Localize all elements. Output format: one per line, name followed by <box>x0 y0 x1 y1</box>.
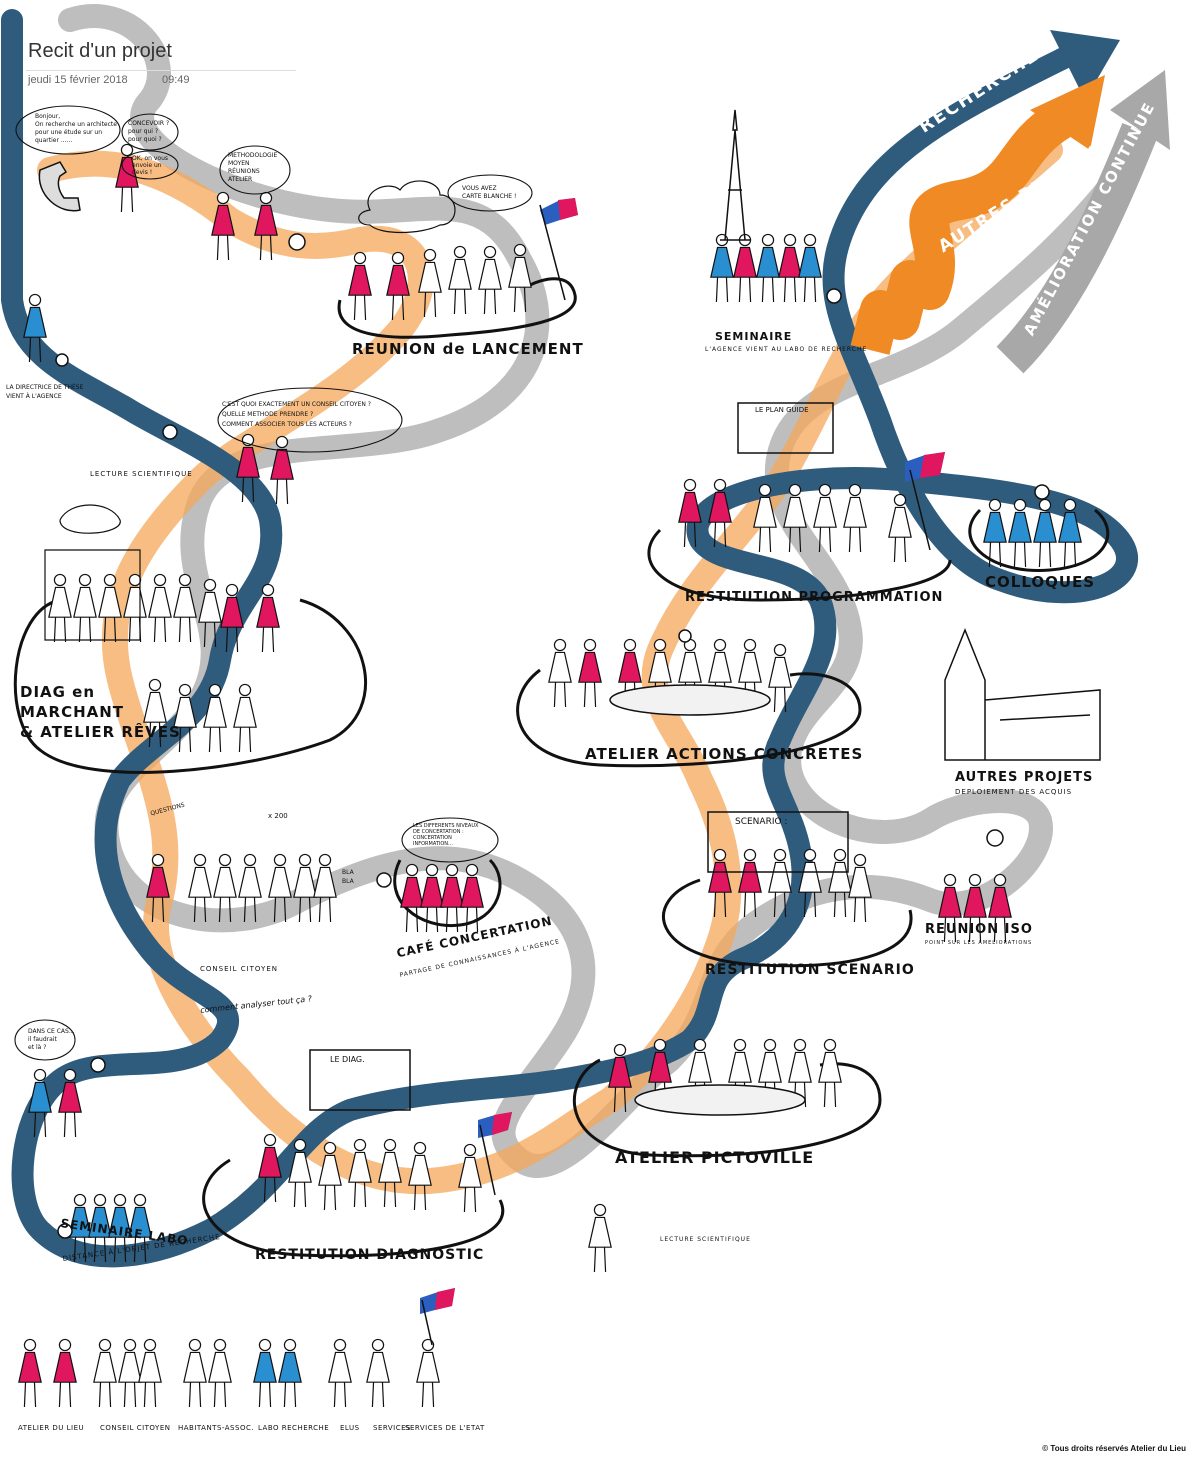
page-date: jeudi 15 février 2018 <box>28 74 128 86</box>
church-icon <box>945 630 1100 760</box>
person-figure <box>739 849 761 917</box>
person-figure <box>757 234 779 302</box>
title-divider <box>26 70 296 71</box>
bubble-bla: BLA BLA <box>342 868 354 886</box>
label-seminaire: SEMINAIRE <box>715 330 792 343</box>
label-seminaire-sub: L'AGENCE VIENT AU LABO DE RECHERCHE <box>705 346 867 353</box>
person-figure <box>349 252 371 320</box>
eiffel-tower-icon <box>720 110 750 240</box>
person-figure <box>579 639 601 707</box>
person-figure <box>19 1339 41 1407</box>
legend-item: LABO RECHERCHE <box>258 1424 329 1432</box>
person-figure <box>401 864 423 932</box>
board-le-diag-text: LE DIAG. <box>330 1055 365 1064</box>
person-figure <box>94 1339 116 1407</box>
bubble-dans-ce-cas: DANS CE CAS... il faudrait et là ? <box>28 1028 75 1052</box>
person-figure <box>367 1339 389 1407</box>
person-figure <box>779 234 801 302</box>
person-figure <box>209 1339 231 1407</box>
page-time: 09:49 <box>162 74 190 86</box>
flag-icon-1 <box>540 198 578 300</box>
person-figure <box>849 854 871 922</box>
legend-item: SERVICES DE L'ETAT <box>405 1424 485 1432</box>
bubble-concevoir: CONCEVOIR ? pour qui ? pour quoi ? <box>128 120 169 144</box>
person-figure <box>329 1339 351 1407</box>
bubble-conseil-question: C'EST QUOI EXACTEMENT UN CONSEIL CITOYEN… <box>222 400 371 430</box>
people-figures <box>19 144 1081 1407</box>
label-restitution-diagnostic: RESTITUTION DIAGNOSTIC <box>255 1247 484 1263</box>
person-figure <box>459 1144 481 1212</box>
person-figure <box>409 1142 431 1210</box>
legend-item: ATELIER DU LIEU <box>18 1424 84 1432</box>
table-pictoville <box>635 1085 805 1115</box>
person-figure <box>149 574 171 642</box>
label-atelier-actions: ATELIER ACTIONS CONCRETES <box>585 745 863 763</box>
bubble-carte-blanche: VOUS AVEZ CARTE BLANCHE ! <box>462 185 516 201</box>
label-reunion-iso-sub: POINT SUR LES AMELIORATIONS <box>925 940 1032 946</box>
label-x200: x 200 <box>268 812 288 821</box>
legend-item: ELUS <box>340 1424 360 1432</box>
person-figure <box>799 234 821 302</box>
person-figure <box>589 1204 611 1272</box>
person-figure <box>734 234 756 302</box>
person-figure <box>119 1339 141 1407</box>
person-figure <box>819 1039 841 1107</box>
table-actions <box>610 685 770 715</box>
label-diag: DIAG en MARCHANT & ATELIER RÊVES <box>20 682 181 742</box>
page-title: Recit d'un projet <box>28 40 172 63</box>
person-figure <box>49 574 71 642</box>
person-figure <box>549 639 571 707</box>
label-restitution-programmation: RESTITUTION PROGRAMMATION <box>685 590 943 605</box>
person-figure <box>279 1339 301 1407</box>
label-autres-projets-sub: DEPLOIEMENT DES ACQUIS <box>955 788 1072 796</box>
label-reunion-iso: REUNION ISO <box>925 922 1033 937</box>
person-figure <box>1009 499 1031 567</box>
legend-item: HABITANTS-ASSOC. <box>178 1424 254 1432</box>
copyright: © Tous droits réservés Atelier du Lieu <box>1042 1444 1186 1453</box>
board-scenario-text: SCENARIO : <box>735 818 787 827</box>
person-figure <box>139 1339 161 1407</box>
person-figure <box>417 1339 439 1407</box>
label-autres-projets: AUTRES PROJETS <box>955 770 1093 785</box>
person-figure <box>234 684 256 752</box>
person-figure <box>184 1339 206 1407</box>
flag-icon-legend <box>420 1288 455 1345</box>
person-figure <box>54 1339 76 1407</box>
label-reunion-lancement: REUNION de LANCEMENT <box>352 340 584 358</box>
label-lecture-1: LECTURE SCIENTIFIQUE <box>90 470 193 478</box>
person-figure <box>449 246 471 314</box>
person-figure <box>349 1139 371 1207</box>
label-restitution-scenario: RESTITUTION SCENARIO <box>705 962 915 978</box>
legend-item: CONSEIL CITOYEN <box>100 1424 170 1432</box>
bubble-bonjour: Bonjour, On recherche un architecte pour… <box>35 113 117 145</box>
bubble-methodologie: METHODOLOGIE MOYEN RÉUNIONS ATELIER <box>228 152 277 184</box>
bubble-niveaux: LES DIFFERENTS NIVEAUX DE CONCERTATION :… <box>413 823 478 847</box>
person-figure <box>844 484 866 552</box>
person-figure <box>74 574 96 642</box>
person-figure <box>379 1139 401 1207</box>
board-plan-guide-text: LE PLAN GUIDE <box>755 406 809 415</box>
label-atelier-pictoville: ATELIER PICTOVILLE <box>615 1148 814 1167</box>
label-directrice: LA DIRECTRICE DE THÈSE VIENT À L'AGENCE <box>6 383 83 401</box>
person-figure <box>479 246 501 314</box>
label-lecture-2: LECTURE SCIENTIFIQUE <box>660 1236 751 1243</box>
person-figure <box>711 234 733 302</box>
person-figure <box>314 854 336 922</box>
bubble-ok: OK, on vous envoie un devis ! <box>132 155 168 176</box>
label-colloques: COLLOQUES <box>985 573 1095 591</box>
person-figure <box>441 864 463 932</box>
person-figure <box>254 1339 276 1407</box>
label-conseil-citoyen: CONSEIL CITOYEN <box>200 965 278 973</box>
